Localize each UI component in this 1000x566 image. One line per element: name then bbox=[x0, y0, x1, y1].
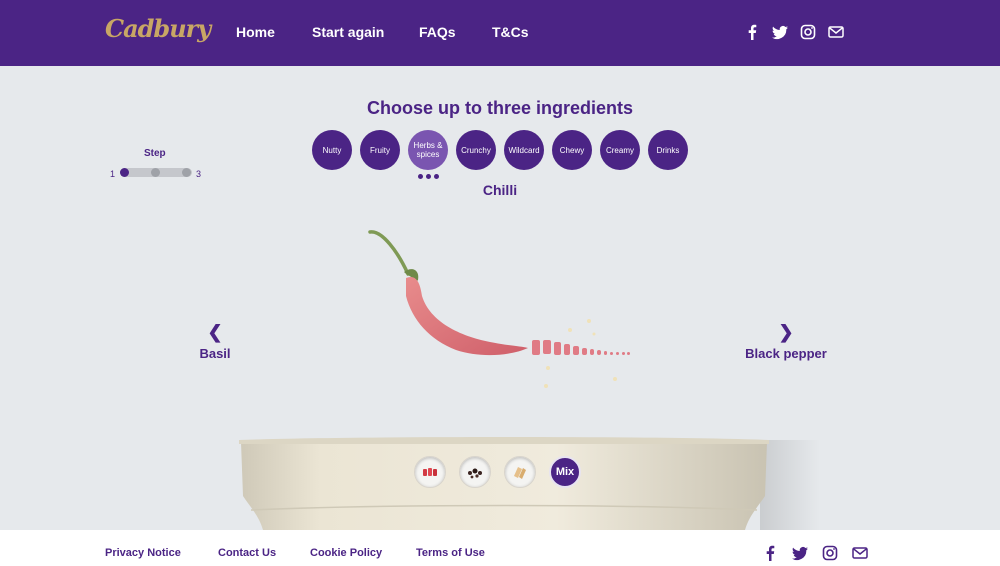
nav-faqs[interactable]: FAQs bbox=[419, 24, 456, 40]
category-chewy[interactable]: Chewy bbox=[552, 130, 592, 170]
category-wildcard[interactable]: Wildcard bbox=[504, 130, 544, 170]
indicator-dot bbox=[418, 174, 423, 179]
step-min: 1 bbox=[110, 169, 116, 179]
chilli-pieces-icon bbox=[423, 468, 437, 476]
indicator-dot bbox=[434, 174, 439, 179]
site-header: Cadbury Home Start again FAQs T&Cs bbox=[0, 0, 1000, 66]
mix-button[interactable]: Mix bbox=[549, 456, 581, 488]
category-selector: Nutty Fruity Herbs & spices Crunchy Wild… bbox=[312, 130, 688, 170]
category-crunchy[interactable]: Crunchy bbox=[456, 130, 496, 170]
step-dot-1 bbox=[120, 168, 129, 177]
category-nutty[interactable]: Nutty bbox=[312, 130, 352, 170]
previous-ingredient-button[interactable]: ❮ Basil bbox=[180, 322, 250, 361]
twitter-icon[interactable] bbox=[772, 24, 788, 40]
selected-ingredient-slot-3[interactable] bbox=[504, 456, 536, 488]
indicator-dot bbox=[426, 174, 431, 179]
instagram-icon[interactable] bbox=[800, 24, 816, 40]
ingredient-name: Chilli bbox=[482, 182, 518, 198]
category-fruity[interactable]: Fruity bbox=[360, 130, 400, 170]
category-herbs-spices[interactable]: Herbs & spices bbox=[408, 130, 448, 170]
category-drinks[interactable]: Drinks bbox=[648, 130, 688, 170]
nav-home[interactable]: Home bbox=[236, 24, 275, 40]
step-dot-2 bbox=[151, 168, 160, 177]
selected-ingredients: Mix bbox=[414, 456, 581, 488]
facebook-icon[interactable] bbox=[762, 545, 778, 561]
bowl-shadow bbox=[760, 440, 820, 530]
footer-contact-us[interactable]: Contact Us bbox=[218, 547, 277, 559]
nav-start-again[interactable]: Start again bbox=[312, 24, 385, 40]
previous-ingredient-label: Basil bbox=[199, 346, 231, 361]
facebook-icon[interactable] bbox=[744, 24, 760, 40]
chilli-image bbox=[368, 230, 630, 388]
selected-ingredient-slot-2[interactable] bbox=[459, 456, 491, 488]
pepper-pieces-icon bbox=[468, 468, 482, 479]
step-track bbox=[120, 168, 192, 177]
mixing-bowl bbox=[239, 437, 769, 530]
next-ingredient-button[interactable]: ❯ Black pepper bbox=[730, 322, 842, 361]
active-category-indicator bbox=[418, 174, 439, 179]
step-dot-3 bbox=[182, 168, 191, 177]
category-creamy[interactable]: Creamy bbox=[600, 130, 640, 170]
nav-terms[interactable]: T&Cs bbox=[492, 24, 529, 40]
footer-terms-of-use[interactable]: Terms of Use bbox=[416, 547, 485, 559]
selected-ingredient-slot-1[interactable] bbox=[414, 456, 446, 488]
chevron-right-icon: ❯ bbox=[778, 322, 794, 342]
mail-icon[interactable] bbox=[828, 24, 844, 40]
footer-privacy-notice[interactable]: Privacy Notice bbox=[105, 547, 181, 559]
twitter-icon[interactable] bbox=[792, 545, 808, 561]
page-title: Choose up to three ingredients bbox=[366, 98, 634, 118]
footer-social-links bbox=[762, 545, 868, 561]
footer-cookie-policy[interactable]: Cookie Policy bbox=[310, 547, 383, 559]
mail-icon[interactable] bbox=[852, 545, 868, 561]
instagram-icon[interactable] bbox=[822, 545, 838, 561]
chevron-left-icon: ❮ bbox=[207, 322, 223, 342]
next-ingredient-label: Black pepper bbox=[745, 346, 827, 361]
header-social-links bbox=[744, 24, 844, 40]
biscuit-pieces-icon bbox=[514, 467, 526, 479]
step-max: 3 bbox=[196, 169, 202, 179]
site-footer: Privacy Notice Contact Us Cookie Policy … bbox=[0, 530, 1000, 566]
cadbury-logo[interactable]: Cadbury bbox=[105, 14, 211, 43]
step-label: Step bbox=[144, 148, 166, 159]
